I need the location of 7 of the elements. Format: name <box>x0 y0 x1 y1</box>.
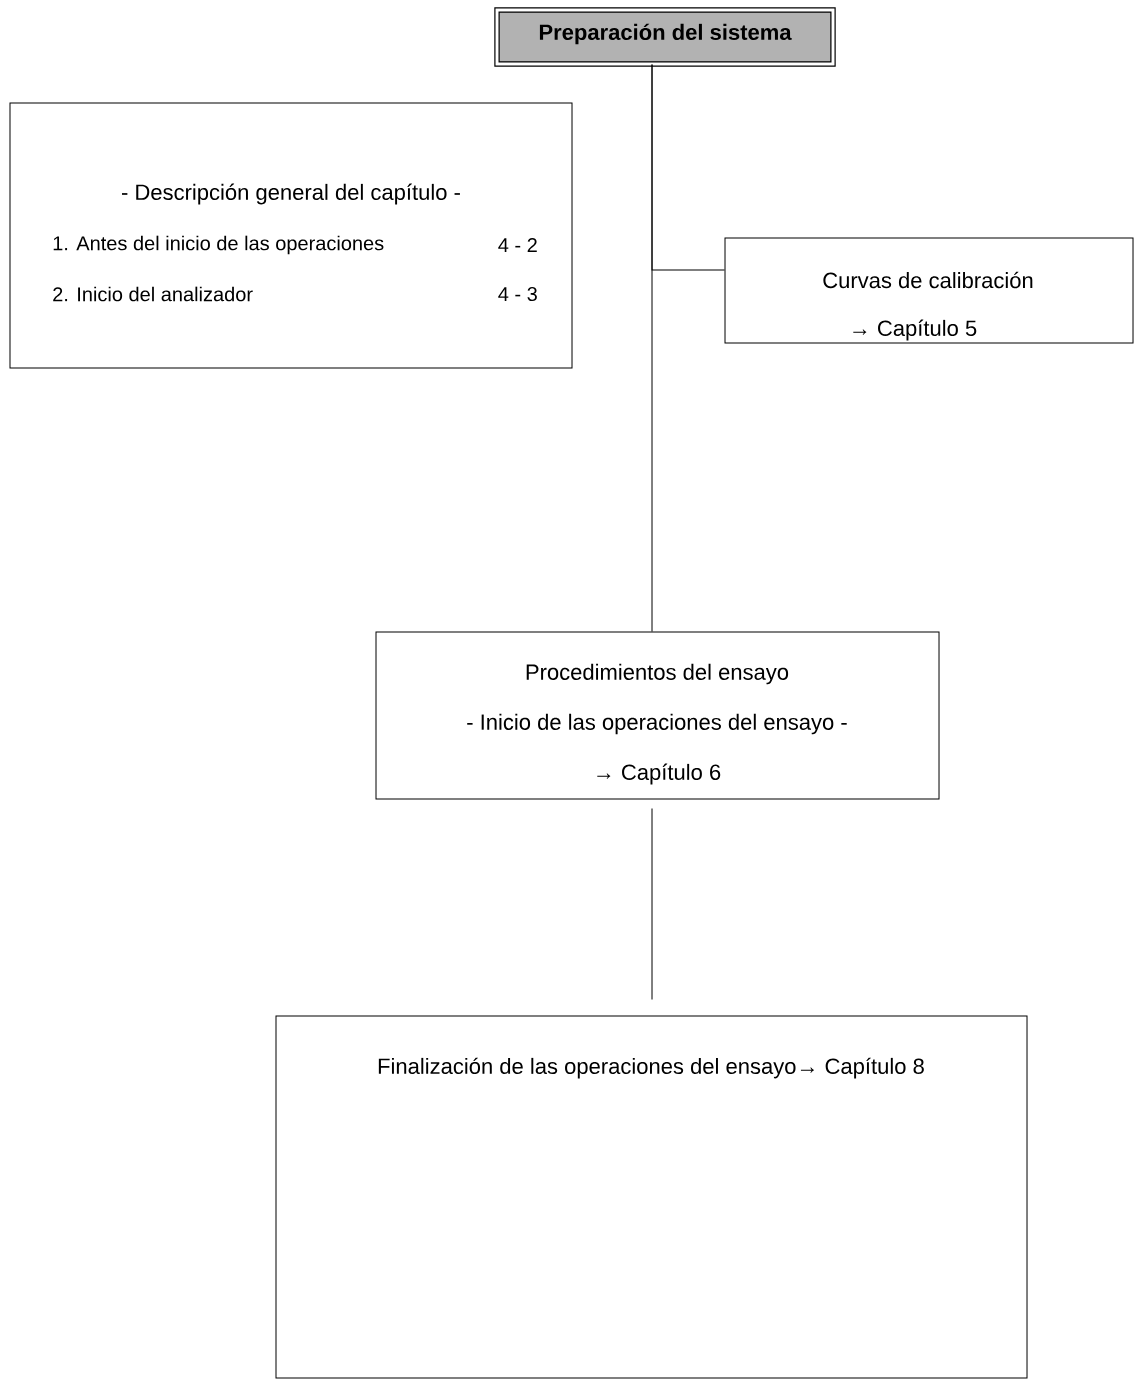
text-box: Finalización de las operaciones del ensayo→ Capítulo 8 <box>275 1015 1028 1379</box>
connector-line <box>651 64 725 271</box>
text-box: Procedimientos del ensayo - Inicio de las operaciones del ensayo - → Capítulo 6 <box>375 631 940 800</box>
connector-line <box>651 808 653 1000</box>
text-box: - Descripción general del capítulo - 1. Antes del inicio de las operaciones 4 - 2 2. Inicio del analizador 4 - 3 <box>9 102 573 369</box>
title-box: Preparación del sistema <box>494 7 836 67</box>
text-box: Curvas de calibración → Capítulo 5 <box>724 237 1134 344</box>
